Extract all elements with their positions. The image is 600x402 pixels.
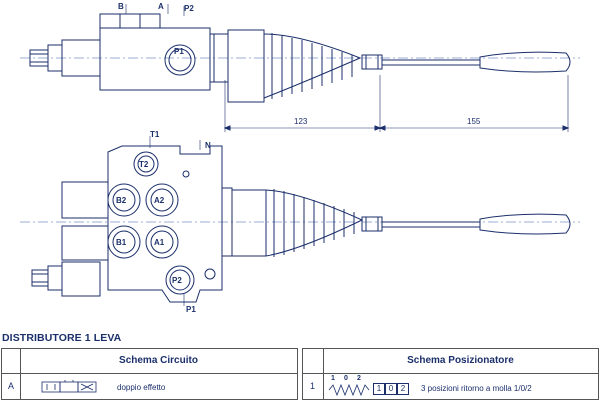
- port-label-a: A: [158, 2, 164, 11]
- port-label-b2: B2: [116, 196, 127, 205]
- port-label-b: B: [118, 2, 124, 11]
- port-label-n: N: [205, 141, 211, 150]
- symbol-label-0: 0: [344, 375, 348, 382]
- port-label-b1: B1: [116, 238, 127, 247]
- circuit-table-header: Schema Circuito: [119, 355, 198, 366]
- positioner-row-code: 1: [310, 381, 316, 391]
- port-label-a2: A2: [154, 196, 165, 205]
- port-label-p2-front: P2: [172, 276, 182, 285]
- port-label-t1: T1: [150, 130, 160, 139]
- front-view: [20, 136, 580, 306]
- port-label-t2: T2: [139, 160, 149, 169]
- positioner-table-header: Schema Posizionatore: [407, 355, 514, 366]
- position-box-0: 0: [385, 383, 397, 395]
- dimension-155: 155: [467, 117, 481, 126]
- port-label-p2-top: P2: [184, 4, 194, 13]
- port-label-p1-top: P1: [174, 47, 184, 56]
- circuit-table: Schema Circuito A doppio effetto: [1, 348, 298, 400]
- circuit-row-code: A: [8, 381, 15, 391]
- valve-technical-drawing: B A P2 P1 123 155 T1 N T2 B2 A2 B1 A1 P2…: [20, 2, 580, 314]
- positioner-description: 3 posizioni ritorno a molla 1/0/2: [421, 384, 532, 393]
- positioner-table: Schema Posizionatore 1 1 0 2 1 0 2 3 pos…: [302, 348, 599, 400]
- double-acting-circuit-symbol: [41, 380, 97, 393]
- position-box-2: 2: [397, 383, 409, 395]
- top-view: [20, 4, 580, 132]
- symbol-label-1: 1: [331, 375, 335, 382]
- spring-return-icon: [328, 383, 370, 397]
- circuit-description: doppio effetto: [117, 383, 166, 392]
- port-label-p1-front: P1: [186, 305, 196, 314]
- position-box-1: 1: [373, 383, 385, 395]
- symbol-label-2: 2: [357, 375, 361, 382]
- section-title: DISTRIBUTORE 1 LEVA: [2, 332, 122, 344]
- dimension-123: 123: [294, 117, 308, 126]
- port-label-a1: A1: [154, 238, 165, 247]
